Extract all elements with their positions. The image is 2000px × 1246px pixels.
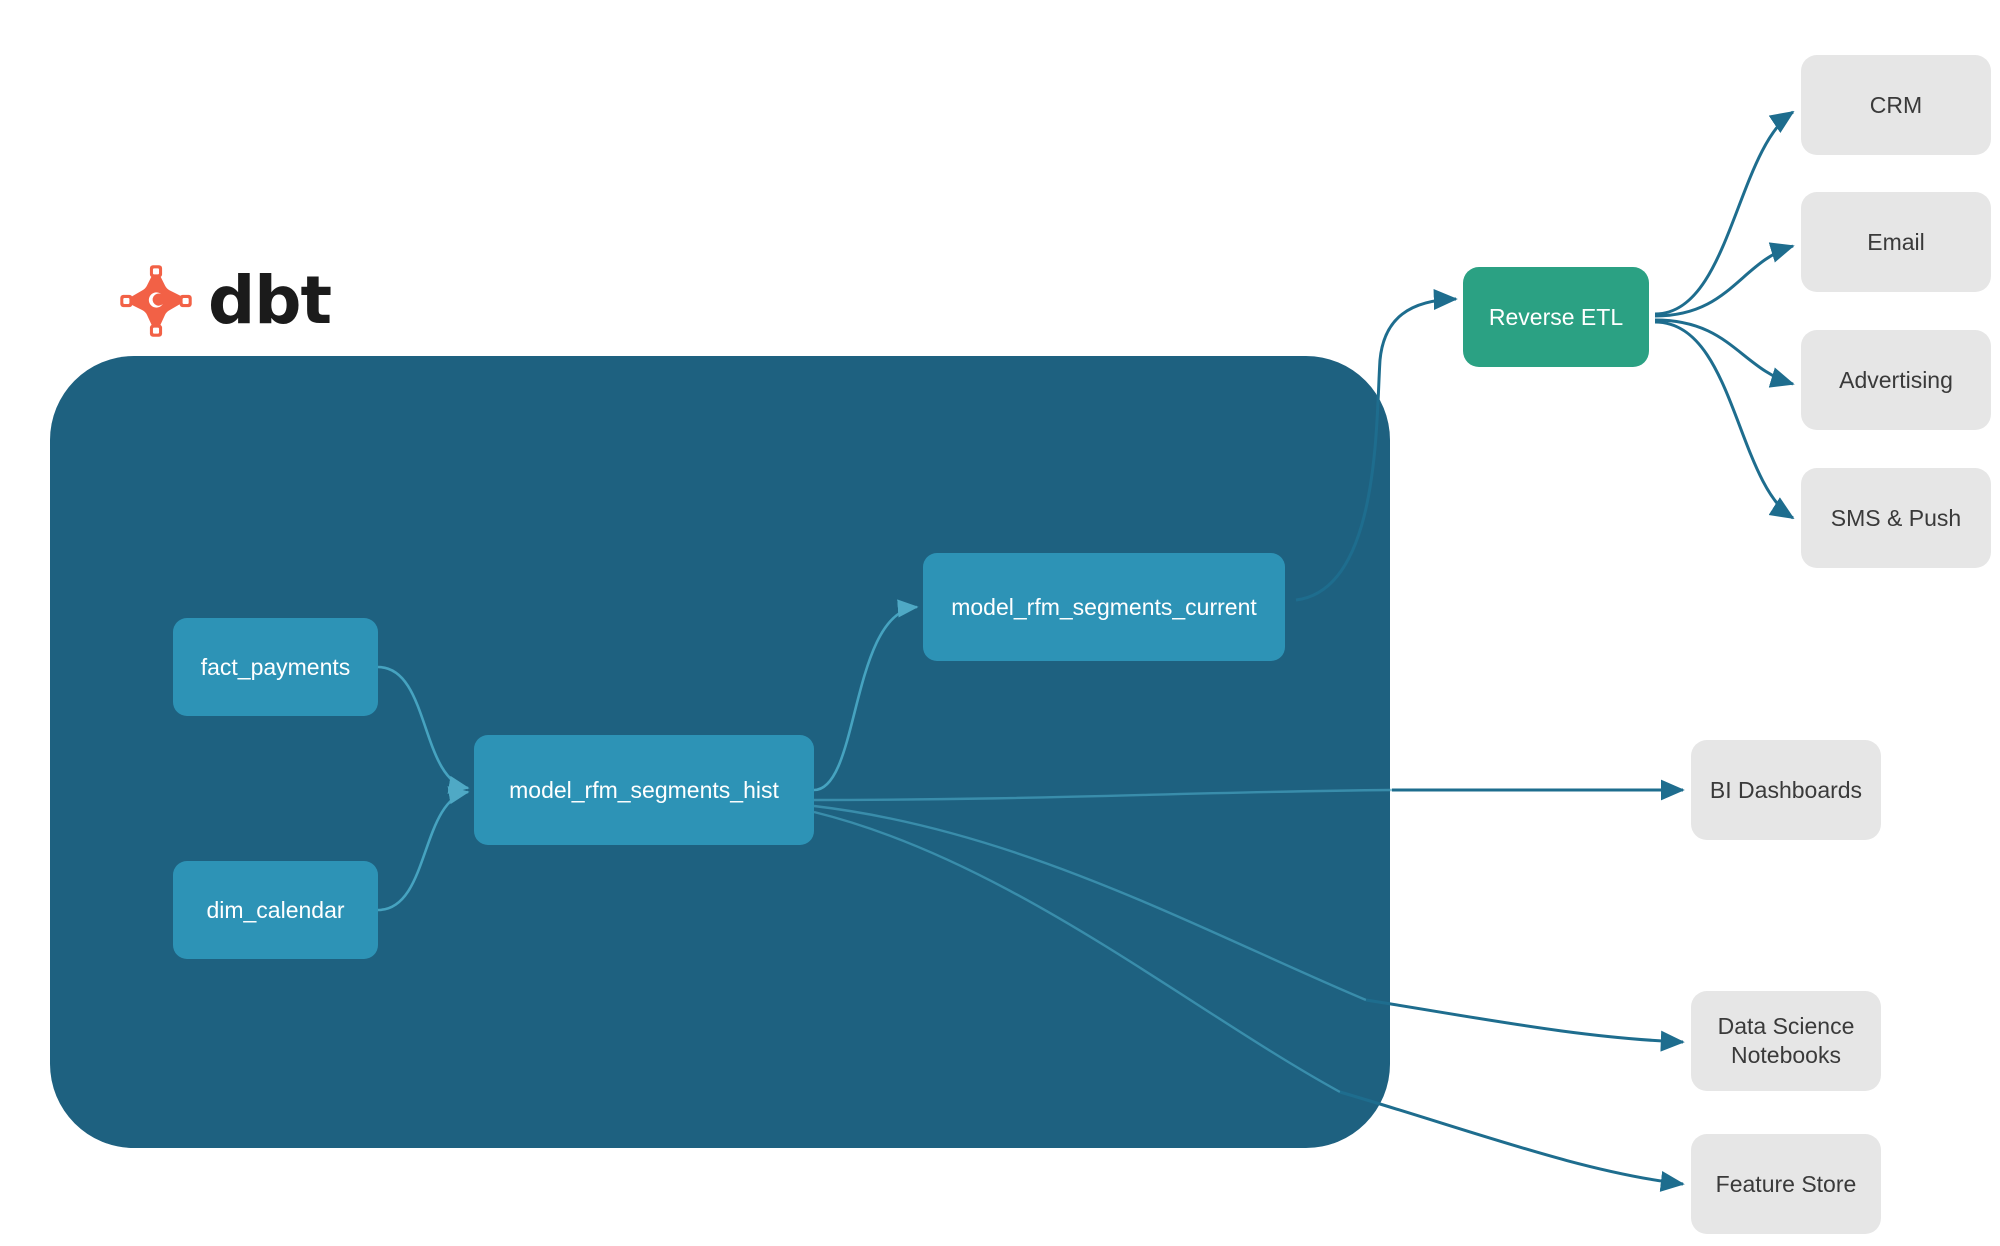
destination-node-sms-push[interactable]: SMS & Push: [1801, 468, 1991, 568]
destination-node-email[interactable]: Email: [1801, 192, 1991, 292]
destination-label: Advertising: [1839, 366, 1953, 393]
edge-reverse-etl-to-sms-push: [1654, 320, 1795, 520]
edge-reverse-etl-to-email: [1654, 242, 1795, 318]
dbt-mark-icon: [120, 265, 192, 337]
reverse-etl-node[interactable]: Reverse ETL: [1463, 267, 1649, 367]
consumer-label: BI Dashboards: [1709, 776, 1863, 803]
consumer-node-feature-store[interactable]: Feature Store: [1691, 1134, 1881, 1234]
model-node-model-rfm-segments-current[interactable]: model_rfm_segments_current: [923, 553, 1285, 661]
consumer-label: Data Science Notebooks: [1718, 1012, 1855, 1070]
model-node-label: fact_payments: [200, 653, 351, 680]
dbt-wordmark: dbt: [208, 262, 332, 339]
consumer-label: Feature Store: [1715, 1170, 1857, 1197]
destination-label: SMS & Push: [1830, 504, 1962, 531]
consumer-node-data-science-notebooks[interactable]: Data Science Notebooks: [1691, 991, 1881, 1091]
edge-reverse-etl-to-crm: [1654, 110, 1795, 316]
model-node-fact-payments[interactable]: fact_payments: [173, 618, 378, 716]
consumer-label-line2: Notebooks: [1731, 1042, 1841, 1068]
destination-label: CRM: [1869, 91, 1923, 118]
model-node-label: model_rfm_segments_current: [951, 593, 1257, 620]
destination-node-advertising[interactable]: Advertising: [1801, 330, 1991, 430]
consumer-label-line1: Data Science: [1717, 1013, 1855, 1040]
edge-to-data-science-notebooks: [1365, 998, 1685, 1052]
model-node-label: dim_calendar: [206, 896, 345, 923]
reverse-etl-label: Reverse ETL: [1488, 303, 1624, 330]
model-node-model-rfm-segments-hist[interactable]: model_rfm_segments_hist: [474, 735, 814, 845]
edge-to-feature-store: [1339, 1090, 1685, 1192]
edge-reverse-etl-to-advertising: [1654, 318, 1795, 388]
destination-label: Email: [1867, 228, 1925, 255]
consumer-node-bi-dashboards[interactable]: BI Dashboards: [1691, 740, 1881, 840]
model-node-dim-calendar[interactable]: dim_calendar: [173, 861, 378, 959]
model-node-label: model_rfm_segments_hist: [509, 776, 779, 803]
destination-node-crm[interactable]: CRM: [1801, 55, 1991, 155]
dbt-logo: dbt: [118, 258, 338, 344]
